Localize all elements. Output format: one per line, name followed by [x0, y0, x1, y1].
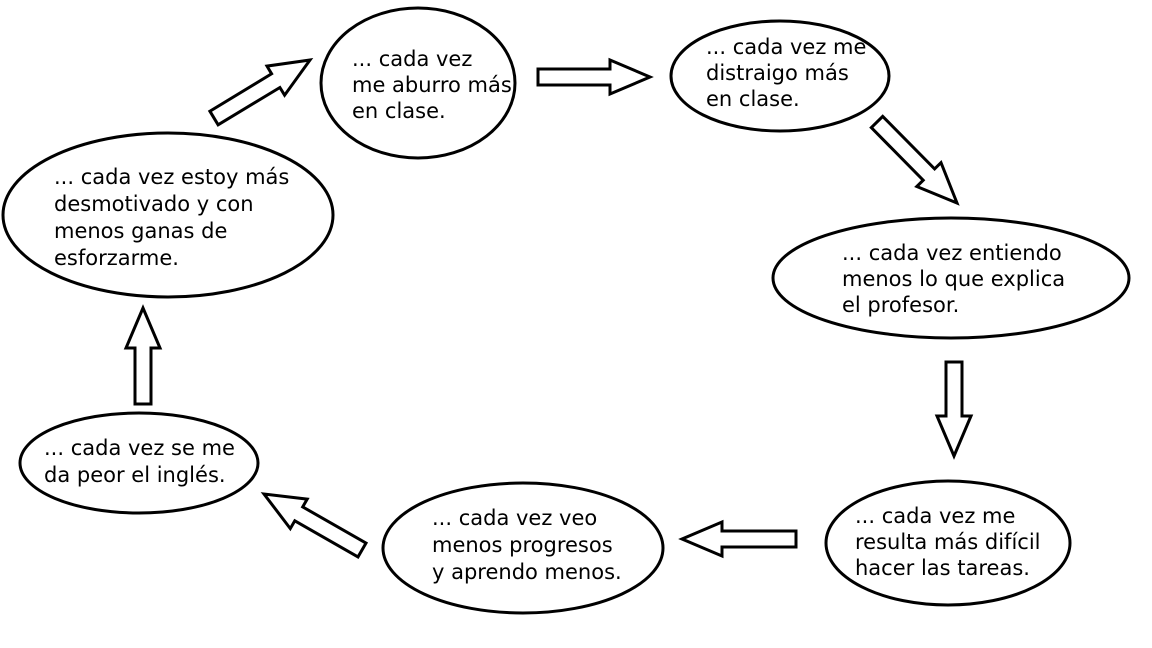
node-label: ... cada vez estoy más desmotivado y con m…: [54, 165, 289, 270]
node-ellipse: [1, 131, 335, 299]
node-label-line: menos lo que explica: [842, 267, 1065, 291]
node-label-line: esforzarme.: [54, 246, 179, 270]
node-ellipse: [669, 19, 891, 133]
node-label: ... cada vez veo menos progresos y aprendo…: [432, 506, 622, 584]
node-ellipse: [824, 479, 1072, 607]
node-ellipse: [381, 481, 665, 615]
arrows-layer: [123, 57, 974, 559]
node-label-line: y aprendo menos.: [432, 560, 622, 584]
node-label-line: ... cada vez entiendo: [842, 241, 1062, 265]
node-label-line: resulta más difícil: [855, 530, 1041, 554]
arrow-ingles-to-desmotivado: [123, 304, 163, 406]
arrow-progresos-to-ingles: [260, 492, 369, 559]
arrow-dificil-to-progresos: [678, 519, 798, 559]
node-label-line: ... cada vez me: [706, 35, 866, 59]
node-label-line: ... cada vez me: [855, 504, 1015, 528]
node-ingles: ... cada vez se me da peor el inglés.: [18, 411, 260, 515]
node-label-line: me aburro más: [352, 73, 512, 97]
node-label-line: menos progresos: [432, 533, 613, 557]
node-label-line: menos ganas de: [54, 219, 227, 243]
arrow-desmotivado-to-aburro: [207, 58, 314, 127]
node-label-line: ... cada vez veo: [432, 506, 597, 530]
node-label-line: ... cada vez estoy más: [54, 165, 289, 189]
node-label-line: el profesor.: [842, 293, 959, 317]
arrow-aburro-to-distraigo: [536, 57, 654, 97]
node-label-line: en clase.: [706, 87, 800, 111]
node-label-line: en clase.: [352, 99, 446, 123]
node-ellipse: [771, 216, 1131, 340]
node-label-line: hacer las tareas.: [855, 556, 1030, 580]
node-label-line: desmotivado y con: [54, 192, 254, 216]
node-label: ... cada vez se me da peor el inglés.: [44, 436, 235, 487]
arrow-entiendo-to-dificil: [934, 360, 974, 460]
node-progresos: ... cada vez veo menos progresos y aprendo…: [381, 481, 665, 615]
arrow-distraigo-to-entiendo: [869, 114, 960, 206]
node-ellipse: [18, 411, 260, 515]
node-label-line: ... cada vez se me: [44, 436, 235, 460]
node-label-line: da peor el inglés.: [44, 463, 226, 487]
node-desmotivado: ... cada vez estoy más desmotivado y con m…: [1, 131, 335, 299]
node-label-line: ... cada vez: [352, 47, 472, 71]
node-ellipse: [319, 6, 517, 160]
node-label-line: distraigo más: [706, 61, 849, 85]
